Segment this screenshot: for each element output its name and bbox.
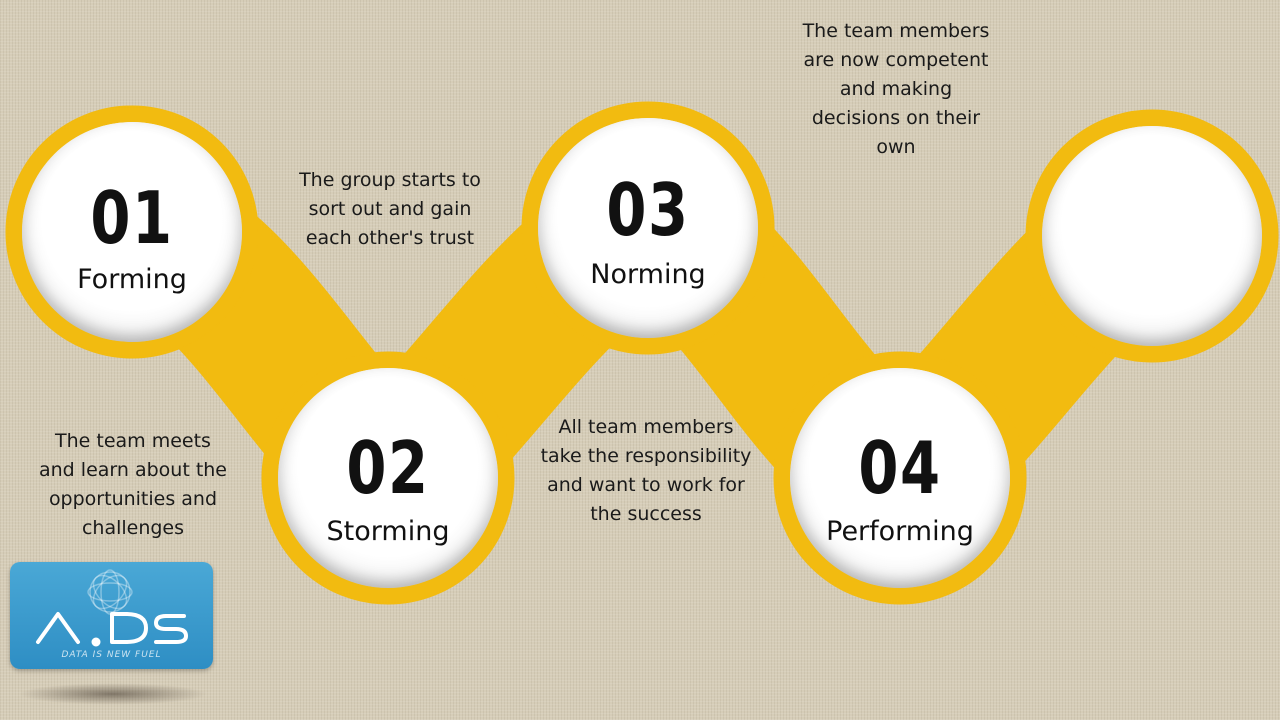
description-storming: The group starts to sort out and gain ea… — [299, 169, 481, 249]
stage-label: Storming — [326, 516, 450, 547]
stage-circle-empty — [1042, 126, 1262, 346]
ads-logo-mark — [36, 569, 188, 647]
stage-label: Performing — [826, 516, 974, 547]
stage-circle-performing: 04 Performing — [790, 368, 1010, 588]
stage-number: 03 — [606, 168, 690, 252]
stage-number: 01 — [90, 176, 174, 260]
stage-label: Forming — [77, 264, 187, 295]
stage-circle-norming: 03 Norming — [538, 118, 758, 338]
description-norming: All team members take the responsibility… — [540, 416, 752, 525]
description-performing: The team members are now competent and m… — [802, 20, 990, 158]
stage-circle-forming: 01 Forming — [22, 122, 242, 342]
stage-number: 04 — [858, 426, 942, 510]
stage-number: 02 — [346, 426, 430, 510]
logo-tagline: DATA IS NEW FUEL — [61, 650, 162, 660]
logo-shadow — [18, 683, 208, 705]
stage-label: Norming — [590, 259, 706, 290]
ads-logo: DATA IS NEW FUEL — [10, 562, 213, 669]
stage-circle-storming: 02 Storming — [278, 368, 498, 588]
description-forming: The team meets and learn about the oppor… — [39, 430, 227, 539]
